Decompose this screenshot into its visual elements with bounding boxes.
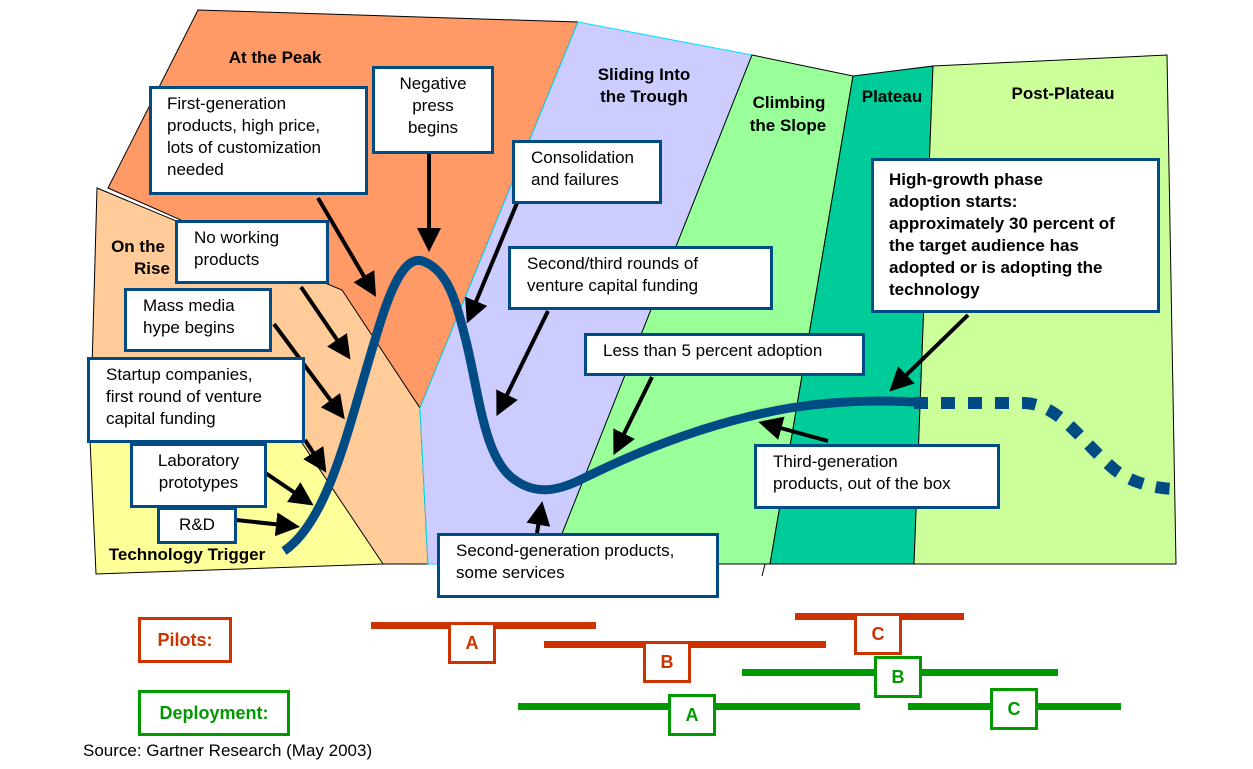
phase-sliding-2: the Trough <box>600 87 688 106</box>
arrow-third-generation <box>758 416 829 443</box>
phase-post-plateau: Post-Plateau <box>1012 84 1115 103</box>
arrow-first-generation <box>316 196 377 297</box>
arrow-rd <box>235 512 300 537</box>
callout-consolidation: Consolidation and failures <box>512 140 662 204</box>
phase-on-the-rise-2: Rise <box>134 259 170 278</box>
callout-first-generation: First-generation products, high price, l… <box>149 86 368 195</box>
arrow-consolidation <box>465 202 519 324</box>
arrow-laboratory <box>262 470 314 506</box>
callout-no-working-products: No working products <box>175 220 329 284</box>
callout-less-than-5: Less than 5 percent adoption <box>584 333 865 376</box>
arrow-less-than-5 <box>613 376 654 456</box>
callout-rd: R&D <box>157 507 237 544</box>
arrow-high-growth <box>889 313 970 392</box>
phase-climbing-1: Climbing <box>753 93 826 112</box>
arrow-no-working-products <box>299 285 351 360</box>
callout-mass-media: Mass media hype begins <box>124 288 272 352</box>
phase-technology-trigger: Technology Trigger <box>109 545 266 564</box>
deployment-b-label: B <box>874 656 922 698</box>
tick-mark <box>761 563 766 577</box>
callout-high-growth: High-growth phase adoption starts: appro… <box>871 158 1160 313</box>
arrow-mass-media <box>272 322 345 420</box>
arrow-second-third-rounds <box>496 310 550 417</box>
deployment-c-label: C <box>990 688 1038 730</box>
pilots-label: Pilots: <box>138 617 232 663</box>
phase-plateau: Plateau <box>862 87 922 106</box>
phase-sliding-1: Sliding Into <box>598 65 691 84</box>
deployment-label: Deployment: <box>138 690 290 736</box>
hype-curve <box>281 256 915 555</box>
pilot-b-label: B <box>643 641 691 683</box>
phase-climbing-2: the Slope <box>750 116 827 135</box>
callout-arrows <box>235 153 970 537</box>
arrow-startup <box>303 438 327 473</box>
callout-third-generation: Third-generation products, out of the bo… <box>754 444 1000 509</box>
source-caption: Source: Gartner Research (May 2003) <box>83 741 373 760</box>
arrow-second-generation <box>526 501 551 534</box>
phase-on-the-rise-1: On the <box>111 237 165 256</box>
phase-at-the-peak: At the Peak <box>229 48 322 67</box>
callout-startup: Startup companies, first round of ventur… <box>87 357 305 443</box>
deployment-a-label: A <box>668 694 716 736</box>
pilot-a-label: A <box>448 622 496 664</box>
pilot-c-label: C <box>854 613 902 655</box>
callout-second-generation: Second-generation products, some service… <box>437 533 719 598</box>
callout-second-third-rounds: Second/third rounds of venture capital f… <box>508 246 773 310</box>
callout-negative-press: Negative press begins <box>372 66 494 154</box>
callout-laboratory: Laboratory prototypes <box>130 443 267 508</box>
